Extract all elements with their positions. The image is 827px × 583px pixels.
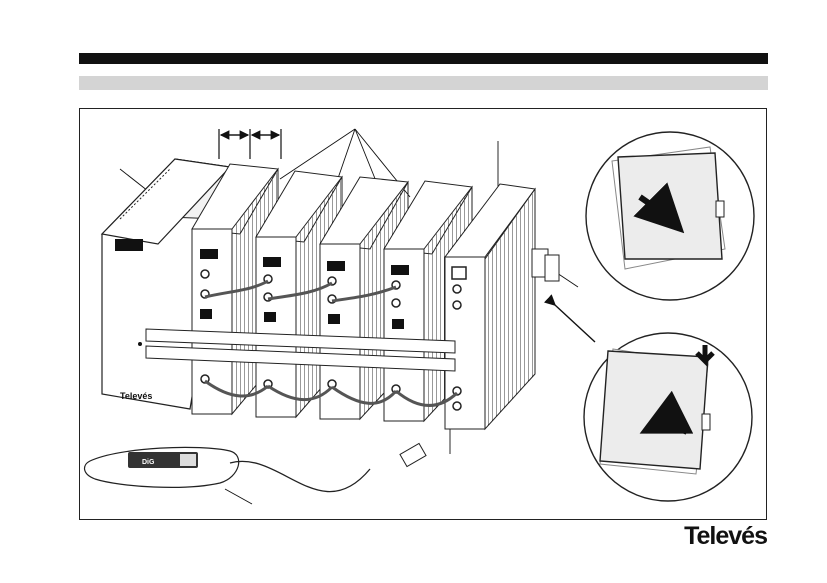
coax-cables [204, 279, 459, 407]
detail-circle-remove [585, 131, 755, 301]
subheader-bar [79, 76, 768, 90]
programmer-unit: DiG [84, 442, 427, 493]
bus-connector [145, 328, 456, 372]
psu-brand-label: Televés [120, 391, 152, 401]
spacing-dimension [218, 129, 282, 159]
wall-bracket [531, 248, 560, 282]
detail-circle-insert [583, 332, 753, 502]
mounting-arrow [544, 294, 596, 343]
programmer-label: DiG [142, 459, 155, 466]
header-bar [79, 53, 768, 64]
illustration-frame: Televés [79, 108, 767, 520]
televes-logo: Televés [684, 522, 768, 550]
installation-diagram: Televés [84, 128, 755, 505]
